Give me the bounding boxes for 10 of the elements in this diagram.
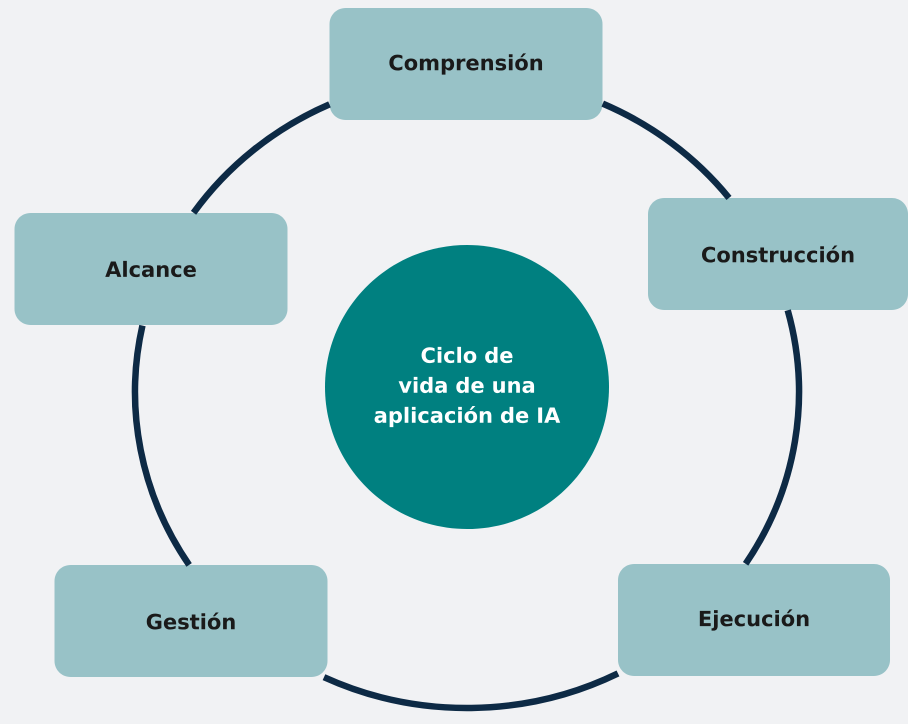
ring-arc [742, 309, 802, 566]
ring-arc [601, 100, 732, 200]
stage-box: Gestión [54, 565, 328, 677]
stage-box: Alcance [14, 213, 288, 325]
ring-arc [132, 324, 192, 567]
ring-arc [190, 101, 331, 215]
ring-arc [322, 670, 620, 712]
stage-box: Construcción [648, 198, 908, 310]
stage-box: Ejecución [618, 564, 890, 676]
stage-box: Comprensión [330, 8, 602, 120]
